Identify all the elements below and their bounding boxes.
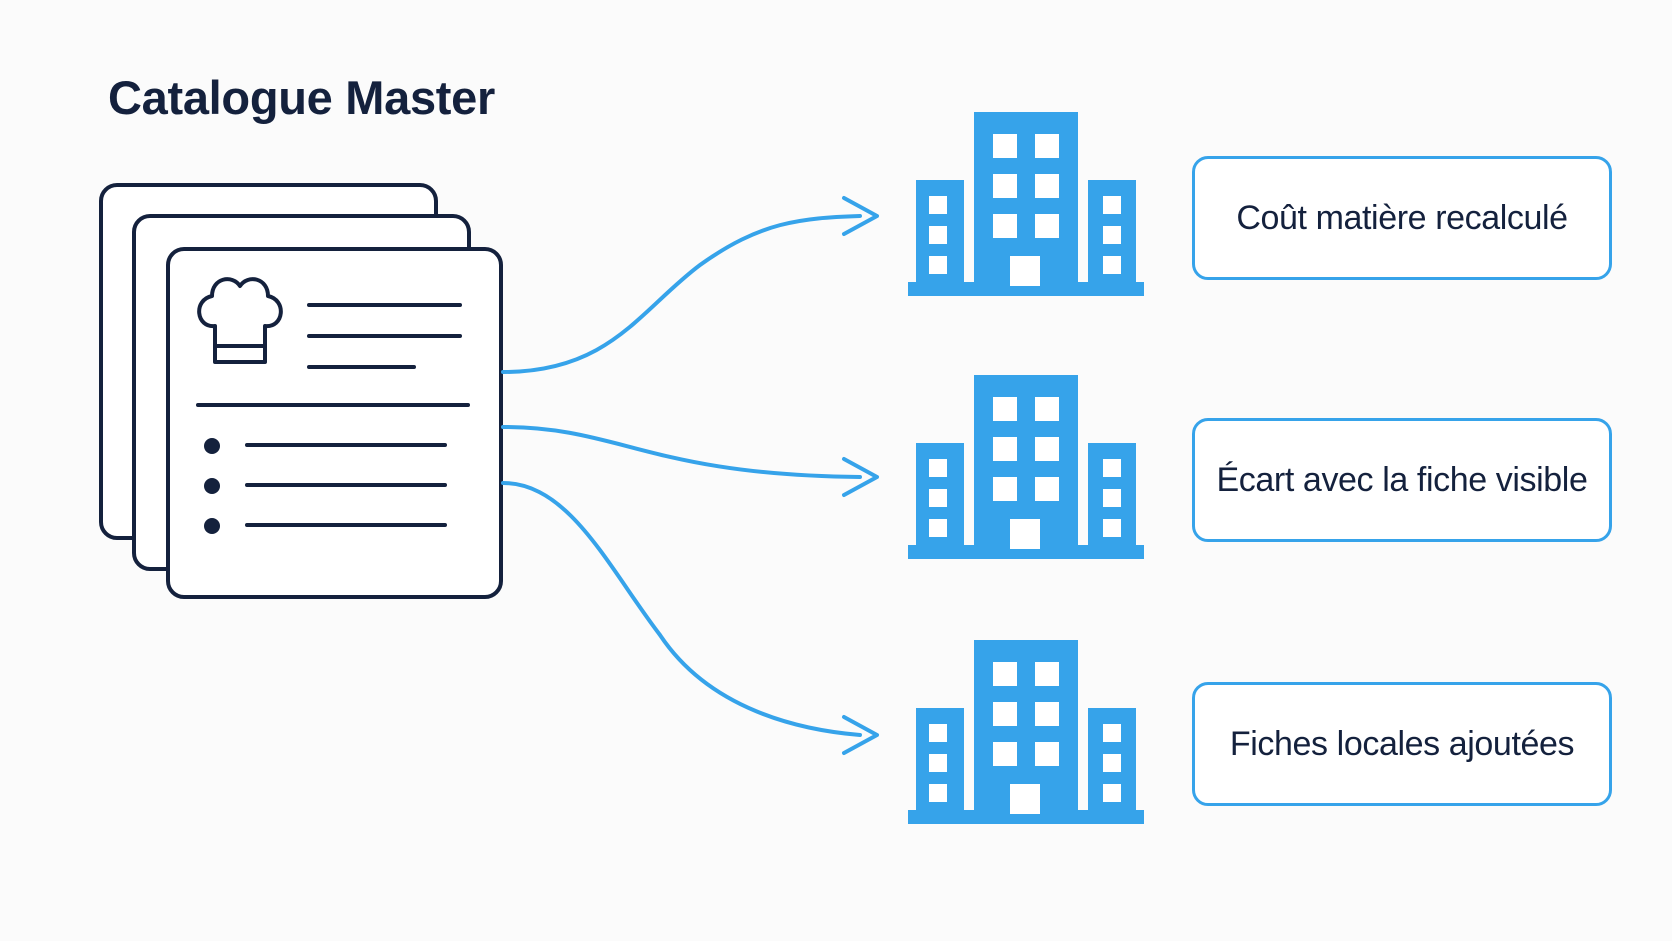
arrowhead-1: [842, 196, 879, 236]
recipe-card-front: [166, 247, 503, 599]
building-icon: [908, 375, 1144, 559]
result-box-local-sheets: Fiches locales ajoutées: [1192, 682, 1612, 806]
building-icon: [908, 640, 1144, 824]
result-box-gap: Écart avec la fiche visible: [1192, 418, 1612, 542]
recipe-card-bullets: [204, 438, 220, 534]
arrow-to-building-3: [501, 481, 862, 737]
arrow-to-building-2: [501, 425, 862, 479]
diagram-title: Catalogue Master: [108, 71, 495, 124]
result-label: Coût matière recalculé: [1236, 198, 1568, 237]
result-label: Écart avec la fiche visible: [1216, 460, 1588, 499]
result-box-cost: Coût matière recalculé: [1192, 156, 1612, 280]
chef-hat-icon: [197, 277, 283, 364]
building-icon: [908, 112, 1144, 296]
arrow-to-building-1: [501, 214, 862, 374]
arrowhead-2: [842, 457, 879, 497]
recipe-card-lines: [196, 303, 470, 527]
result-label: Fiches locales ajoutées: [1229, 724, 1575, 763]
recipe-card-stack-icon: [99, 183, 503, 599]
arrowhead-3: [842, 715, 879, 755]
